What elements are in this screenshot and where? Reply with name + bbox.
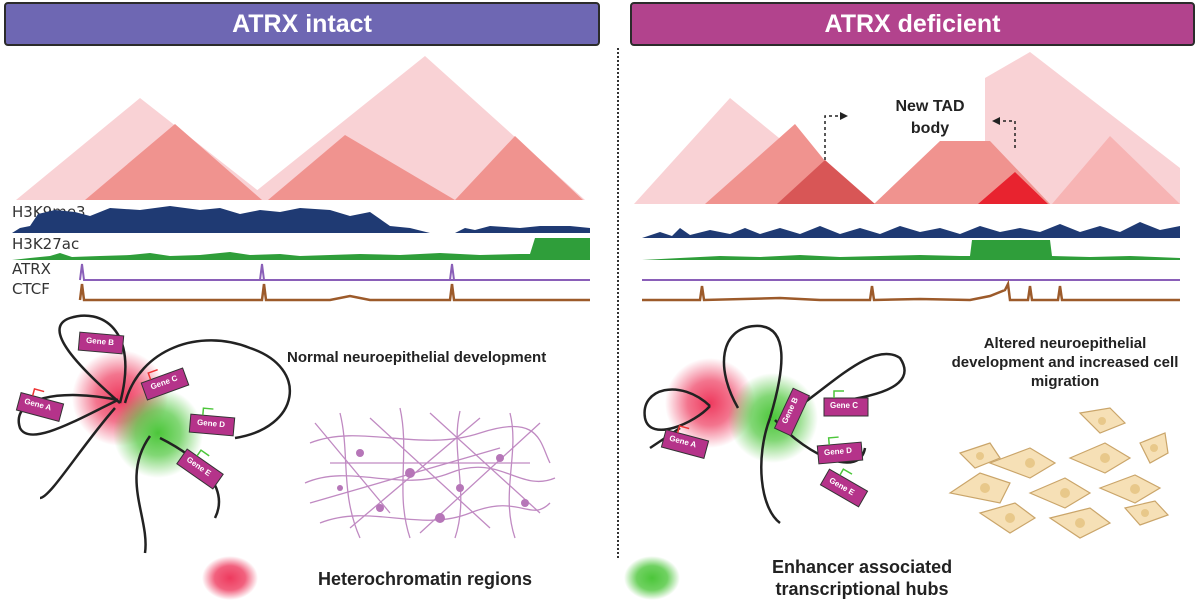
- gene-a-right: [660, 425, 710, 459]
- gene-boxes-right: [660, 387, 869, 508]
- gene-c-right: [823, 390, 869, 417]
- legend-enhancer-label: Enhancer associated transcriptional hubs: [772, 556, 952, 600]
- track-ctcf-left: [78, 283, 590, 302]
- track-h3k9me3-left: [12, 206, 590, 233]
- caption-right-line3: migration: [1030, 373, 1100, 390]
- gene-c-right-label: Gene C: [830, 401, 859, 410]
- caption-altered-development: Altered neuroepithelial development and …: [945, 334, 1185, 391]
- tad-small-1: [85, 124, 262, 200]
- legend-enhancer-line2: transcriptional hubs: [775, 579, 949, 599]
- gene-e-right: [819, 468, 869, 508]
- tad-annotation-line2: body: [910, 120, 950, 137]
- gene-a-left: [15, 388, 65, 422]
- track-label-ctcf: CTCF: [12, 280, 50, 298]
- signal-tracks-left: [12, 206, 590, 302]
- track-h3k27ac-right: [642, 240, 1180, 260]
- header-right-label: ATRX deficient: [824, 9, 1001, 38]
- migrating-cells-illustration: [948, 407, 1170, 539]
- tad-small-2: [268, 135, 455, 200]
- legend-enhancer-line1: Enhancer associated: [772, 557, 953, 577]
- header-atrx-deficient: ATRX deficient: [630, 2, 1195, 46]
- gene-c-left: [140, 367, 190, 401]
- signal-tracks-right: [642, 222, 1180, 302]
- track-atrx-left: [79, 263, 455, 281]
- gene-boxes-left: [15, 331, 236, 490]
- enhancer-hub-left: [113, 388, 203, 478]
- legend-heterochromatin-label: Heterochromatin regions: [318, 569, 533, 589]
- tad-small-3: [455, 136, 583, 200]
- gene-d-left: [188, 407, 236, 437]
- tad-r-small-3: [1052, 136, 1180, 204]
- tad-triangles-right: [634, 52, 1180, 204]
- header-atrx-intact: ATRX intact: [4, 2, 600, 46]
- header-left-label: ATRX intact: [232, 9, 372, 38]
- caption-right-line1: Altered neuroepithelial: [983, 335, 1147, 352]
- caption-normal-development: Normal neuroepithelial development: [287, 349, 547, 366]
- gene-d-right: [816, 436, 864, 465]
- panel-atrx-deficient: New TAD body: [620, 48, 1200, 568]
- chromatin-loops-left: [17, 314, 292, 554]
- track-h3k27ac-left: [12, 238, 590, 260]
- tad-annotation-line1: New TAD: [895, 98, 965, 115]
- track-h3k9me3-right: [642, 222, 1180, 238]
- track-label-atrx: ATRX: [12, 260, 51, 278]
- track-label-h3k27ac: H3K27ac: [12, 235, 80, 253]
- tad-triangles-left: [16, 56, 585, 200]
- gene-e-left: [176, 448, 224, 490]
- tad-annotation: New TAD body: [880, 96, 980, 140]
- tad-r-dark-1: [777, 160, 875, 204]
- gene-b-left: [77, 331, 125, 355]
- neuron-network-illustration: [304, 407, 556, 539]
- caption-right-line2: development and increased cell: [951, 354, 1179, 371]
- panel-divider: [617, 48, 619, 558]
- track-ctcf-right: [642, 279, 1180, 302]
- legend-enhancer-swatch: [624, 556, 680, 600]
- tad-r-dark-2: [978, 172, 1048, 204]
- gene-b-right: [773, 387, 811, 437]
- panel-atrx-intact: H3K9me3 H3K27ac ATRX CTCF: [0, 48, 600, 568]
- legend-heterochromatin-swatch: [202, 556, 258, 600]
